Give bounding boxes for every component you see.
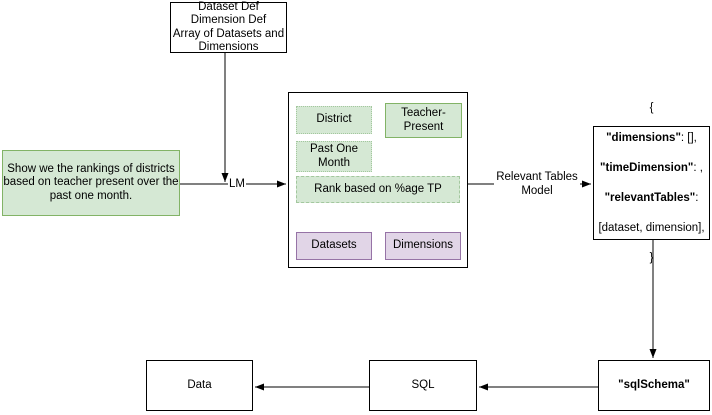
schema-json-node: { "dimensions": [], "timeDimension": , "…: [593, 102, 710, 264]
schema-line-open: {: [649, 101, 654, 114]
rank-chip-label: Rank based on %age TP: [314, 182, 442, 195]
user-query-node: Show we the rankings of districts based …: [2, 150, 180, 216]
schema-json-text: { "dimensions": [], "timeDimension": , "…: [598, 86, 704, 281]
dimensions-chip-label: Dimensions: [392, 239, 454, 252]
schema-timedimension-rest: : ,: [693, 161, 703, 174]
schema-timedimension-key: "timeDimension": [600, 161, 694, 174]
schema-line-relevanttables: "relevantTables":: [598, 191, 704, 206]
datasets-chip: Datasets: [296, 232, 372, 260]
sqlschema-node-label: "sqlSchema": [618, 378, 690, 391]
schema-dimensions-rest: : [],: [680, 131, 697, 144]
schema-line-close: }: [649, 251, 654, 264]
teacher-present-chip-label: Teacher- Present: [401, 107, 446, 133]
sqlschema-node: "sqlSchema": [598, 360, 710, 411]
schema-relevanttables-rest: :: [695, 191, 699, 204]
schema-line-timedimension: "timeDimension": ,: [598, 161, 704, 176]
sql-node: SQL: [369, 360, 477, 411]
teacher-present-chip: Teacher- Present: [385, 103, 462, 138]
datasets-chip-label: Datasets: [311, 239, 357, 252]
past-one-month-chip: Past One Month: [296, 141, 372, 172]
relevant-tables-model-edge-label: Relevant Tables Model: [494, 171, 580, 198]
schema-relevanttables-key: "relevantTables": [604, 191, 696, 204]
district-chip: District: [296, 106, 372, 134]
dataset-def-text: Dataset Def Dimension Def Array of Datas…: [172, 0, 285, 54]
sql-node-label: SQL: [411, 378, 435, 391]
user-query-text: Show we the rankings of districts based …: [3, 162, 179, 202]
past-one-month-chip-label: Past One Month: [310, 143, 358, 169]
lm-edge-label: LM: [228, 178, 246, 192]
schema-line-tables-array: [dataset, dimension],: [598, 221, 705, 234]
district-chip-label: District: [316, 113, 352, 126]
data-node: Data: [146, 360, 253, 411]
dimensions-chip: Dimensions: [385, 232, 461, 260]
schema-line-dimensions: "dimensions": [],: [598, 131, 704, 146]
data-node-label: Data: [187, 378, 212, 391]
schema-dimensions-key: "dimensions": [606, 131, 681, 144]
rank-chip: Rank based on %age TP: [296, 176, 460, 203]
dataset-def-node: Dataset Def Dimension Def Array of Datas…: [170, 0, 287, 54]
